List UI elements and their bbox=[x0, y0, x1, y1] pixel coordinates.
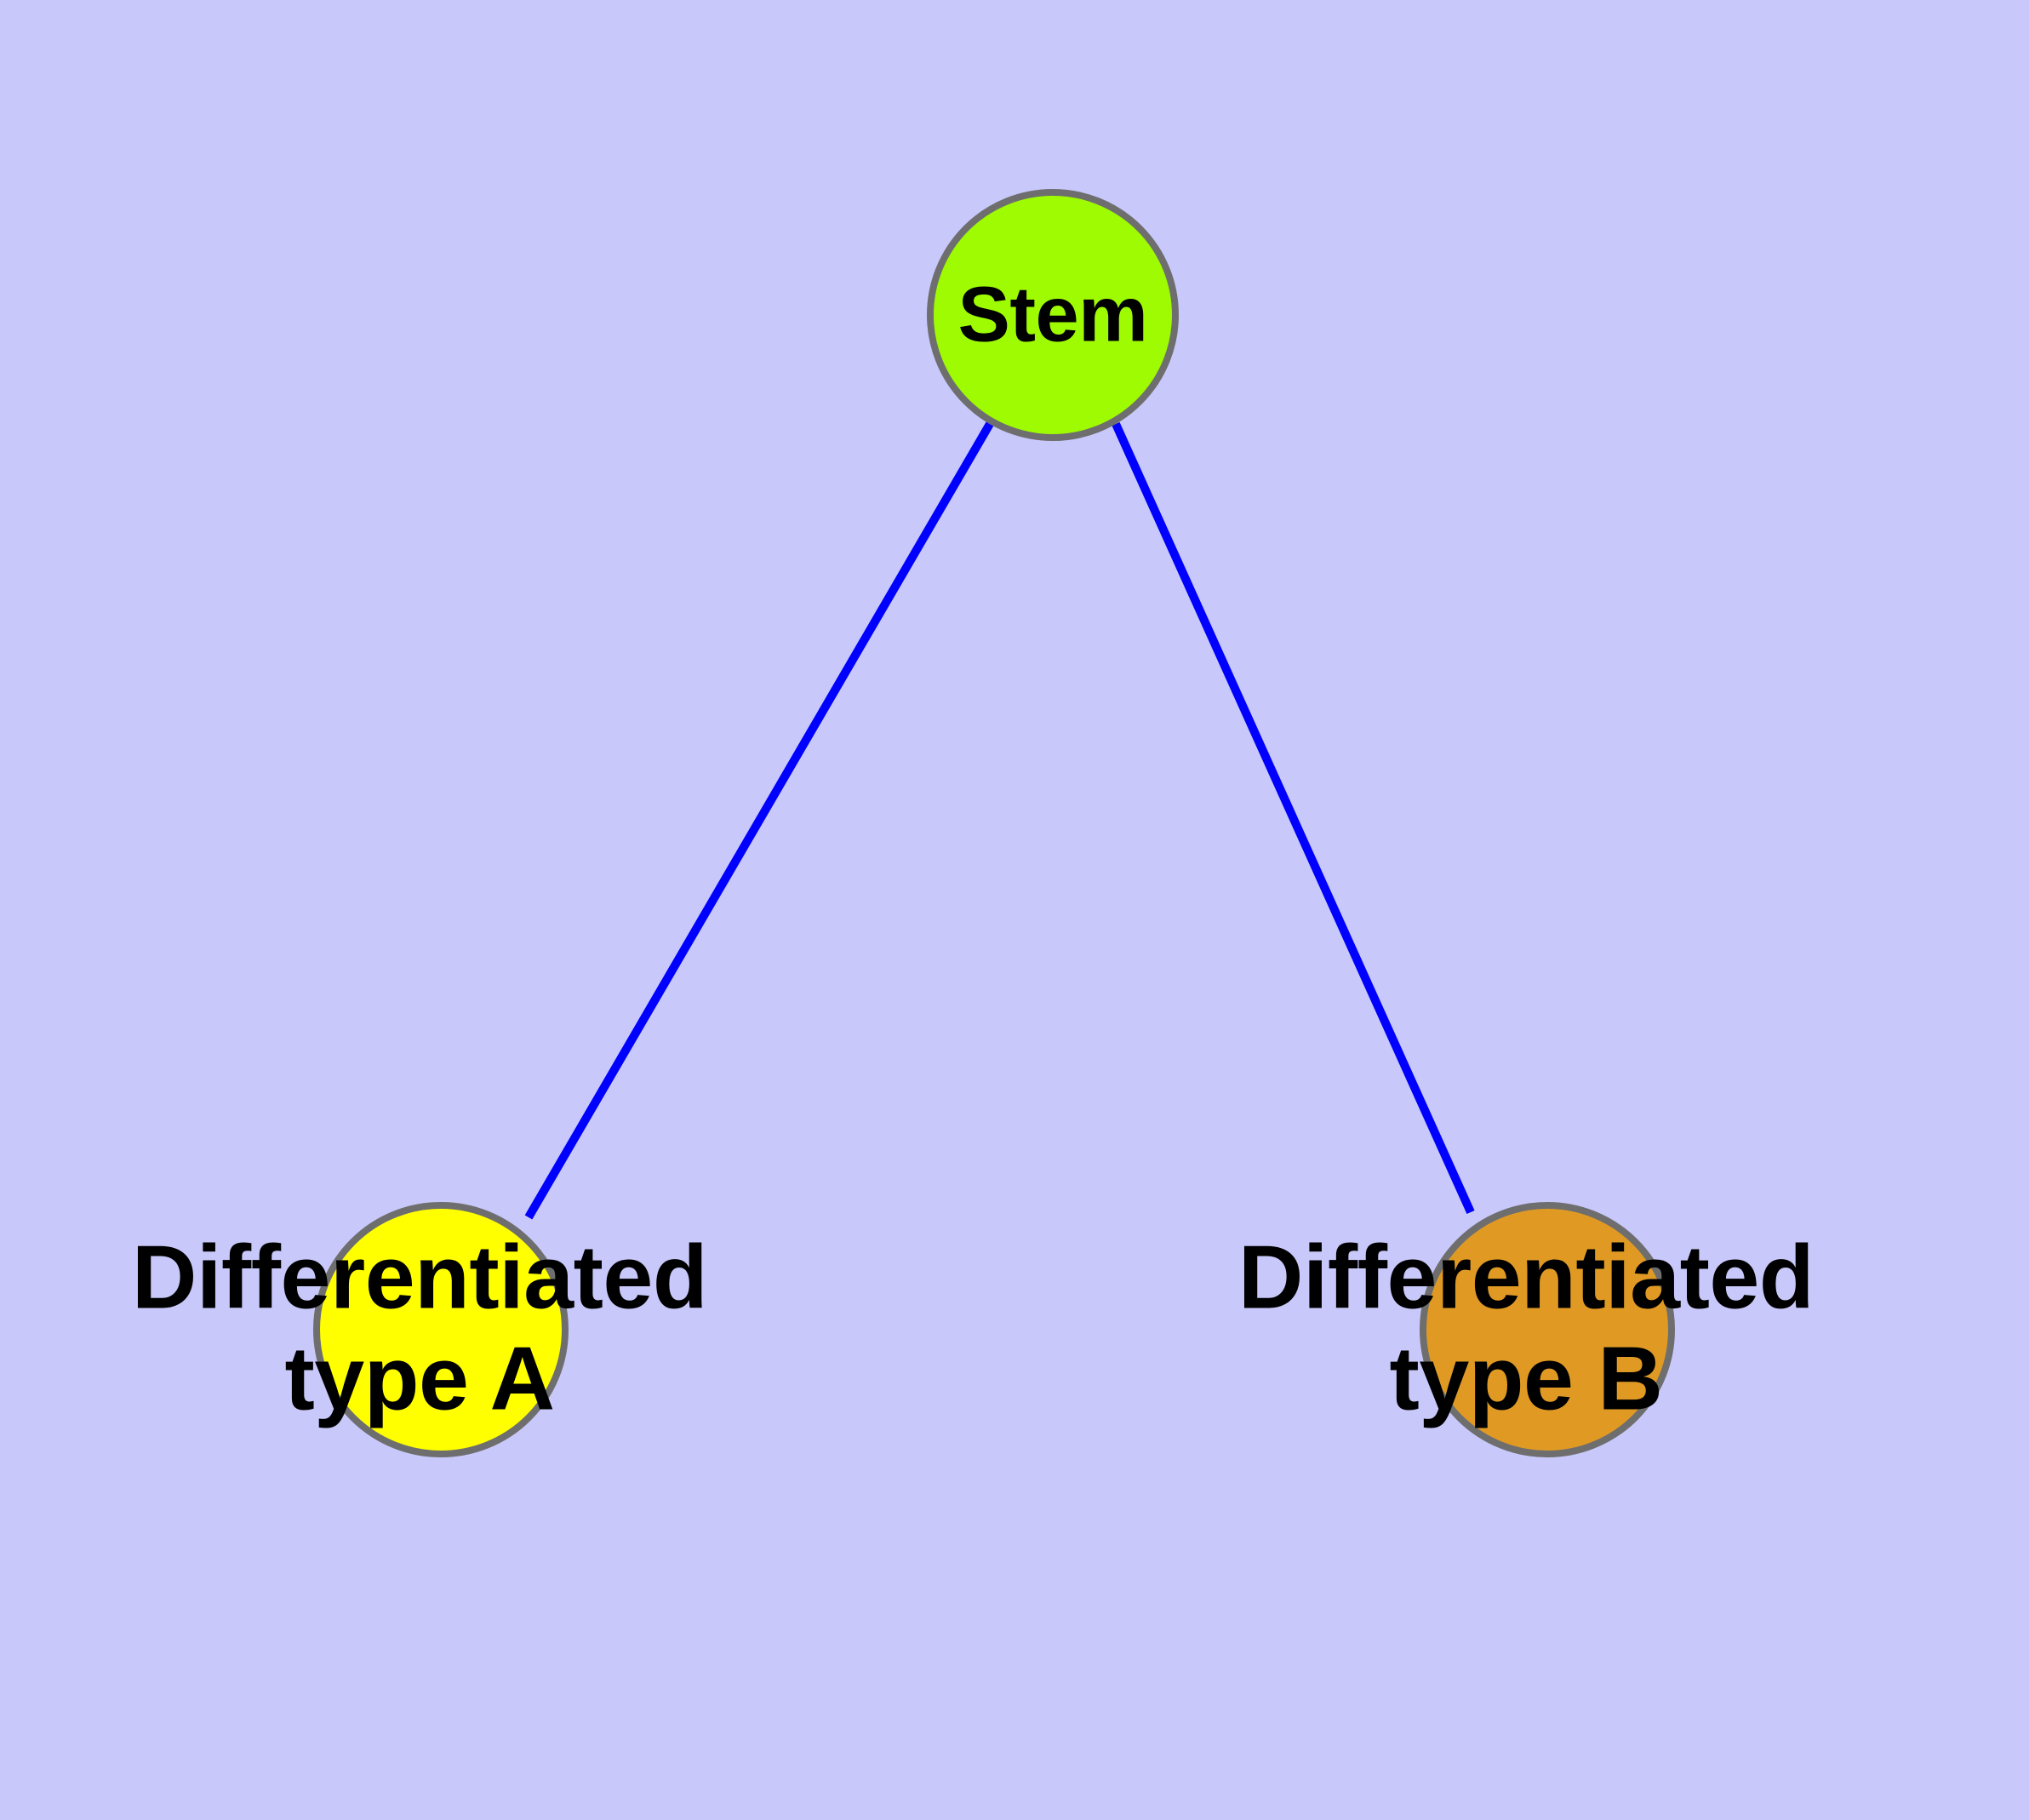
edge-layer bbox=[524, 421, 1475, 1220]
node-diff-b-circle[interactable] bbox=[1420, 1202, 1675, 1457]
node-diff-a-circle[interactable] bbox=[313, 1202, 569, 1457]
edge-stem-to-diff-b[interactable] bbox=[1112, 421, 1475, 1215]
node-stem-circle[interactable] bbox=[927, 189, 1179, 441]
node-layer bbox=[313, 189, 1675, 1457]
edge-stem-to-diff-a[interactable] bbox=[524, 421, 994, 1220]
